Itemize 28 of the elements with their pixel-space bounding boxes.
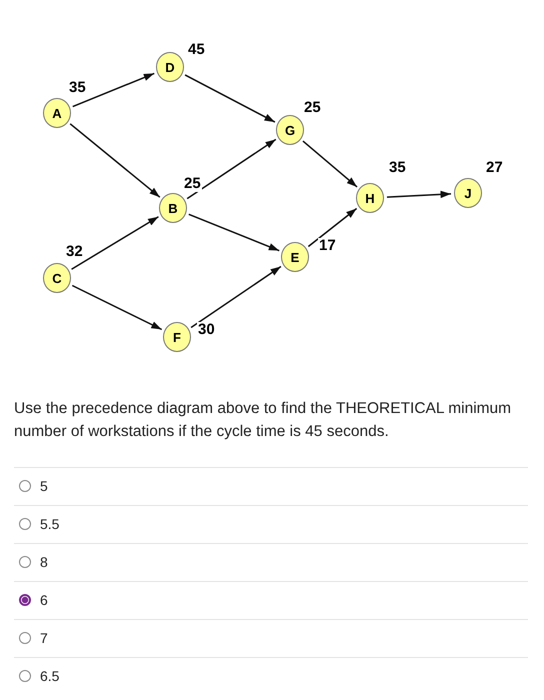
arrow: [386, 190, 452, 198]
answer-option: 7: [40, 630, 48, 646]
arrow: [302, 140, 358, 188]
task-circle: E: [281, 242, 309, 272]
task-time: 25: [183, 176, 202, 192]
task-circle: A: [43, 98, 71, 128]
answer-option: 8: [40, 554, 48, 570]
task-circle: H: [356, 183, 384, 213]
arrow: [72, 284, 162, 330]
answer-option: 6.5: [40, 668, 60, 684]
task-circle: F: [163, 322, 191, 352]
arrow: [184, 74, 276, 123]
arrow: [70, 123, 160, 198]
answer-option: 6: [40, 592, 48, 608]
arrow: [186, 138, 276, 200]
answer-option: 5: [40, 478, 48, 494]
answer-option: 5.5: [40, 516, 60, 532]
task-circle: C: [43, 263, 71, 293]
task-circle: D: [156, 52, 184, 82]
arrow: [72, 72, 155, 108]
arrow: [308, 208, 358, 248]
arrow: [71, 216, 159, 270]
question-text: Use the precedence diagram above to find the THEORETICAL minimum number of workstations if the cycle time is 45 seconds.: [14, 399, 512, 442]
arrow: [188, 214, 280, 252]
task-circle: J: [454, 178, 482, 208]
arrow: [190, 266, 282, 328]
task-circle: B: [159, 193, 187, 223]
task-circle: G: [276, 115, 304, 145]
